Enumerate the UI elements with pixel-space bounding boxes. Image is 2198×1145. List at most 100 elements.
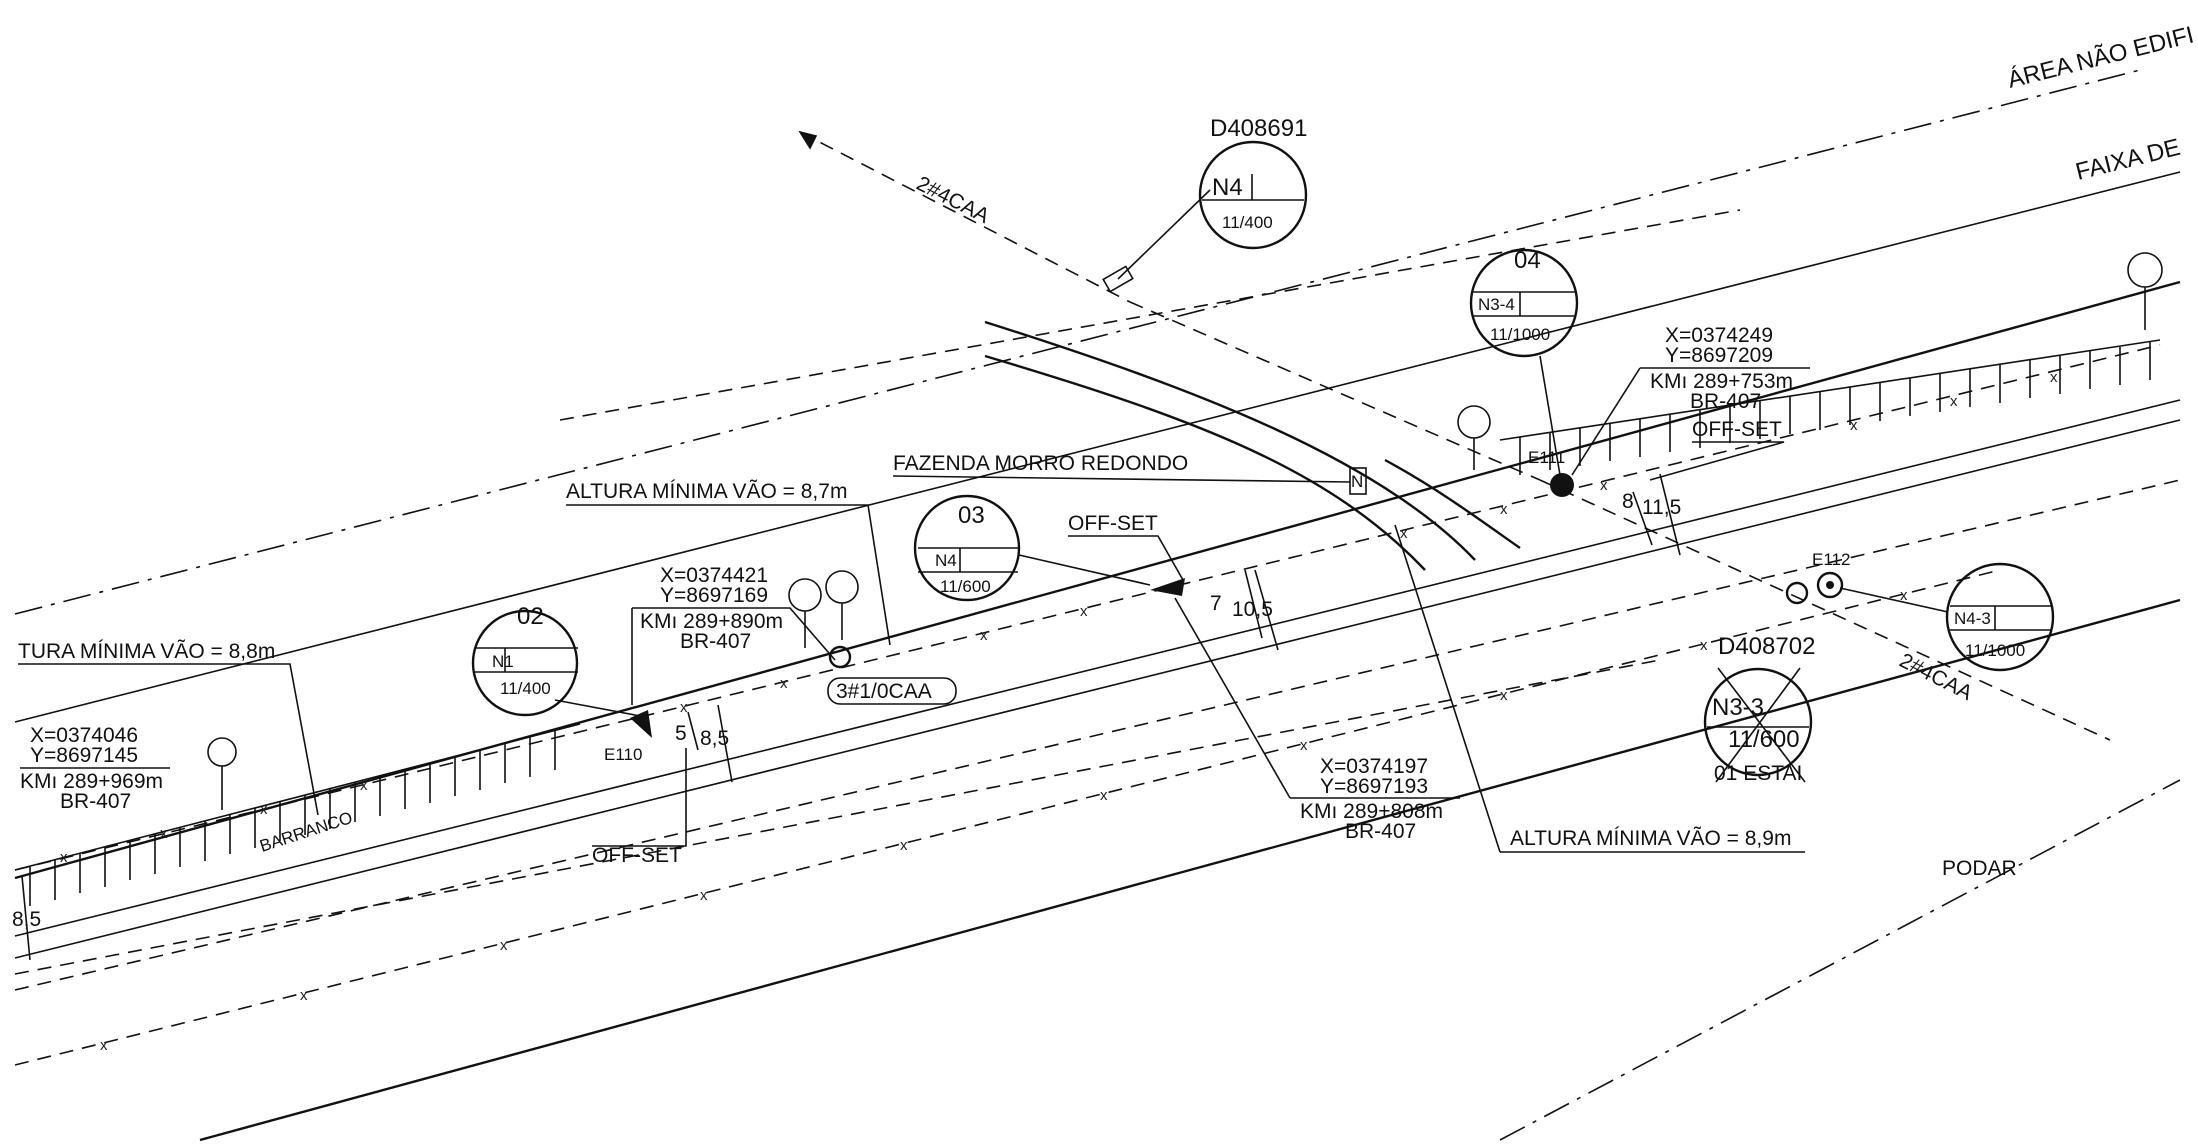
coord-block-4: X=0374249 Y=8697209 KMı 289+753m BR-407 <box>1571 324 1810 476</box>
symbols: N <box>630 189 1844 738</box>
estai-label: 01 ESTAI <box>1714 762 1802 785</box>
svg-text:Y=8697145: Y=8697145 <box>30 744 138 767</box>
svg-text:KMı 289+753m: KMı 289+753m <box>1650 370 1793 393</box>
svg-text:KMı 289+890m: KMı 289+890m <box>640 610 783 633</box>
hatch-left <box>29 730 556 906</box>
pole-e-symbol <box>828 645 852 669</box>
coord-block-1: X=0374046 Y=8697145 KMı 289+969m BR-407 <box>20 724 170 813</box>
svg-text:x: x <box>1500 501 1508 518</box>
pole-callout-02: 02 N1 11/400 <box>471 603 641 717</box>
road-centerline <box>14 479 2181 991</box>
svg-text:x: x <box>1850 417 1858 434</box>
svg-text:KMı 289+808m: KMı 289+808m <box>1300 800 1443 823</box>
pole-type: N4 <box>935 551 957 570</box>
dimensions: 7 10,5 8 11,5 5 8,5 8,5 <box>12 473 1681 961</box>
labels: ÁREA NÃO EDIFI FAIXA DE 2#4CAA 2#4CAA FA… <box>18 21 2197 880</box>
boundary-lines <box>14 69 2181 1142</box>
faixa-de-dominio-line <box>14 171 2181 723</box>
svg-text:x: x <box>700 887 708 904</box>
pole-e112a-symbol <box>1785 581 1809 605</box>
road-edge-3 <box>14 419 2181 959</box>
svg-text:x: x <box>1100 787 1108 804</box>
pole-callout-03: 03 N4 11/600 <box>913 494 1151 602</box>
pole-rating: 11/600 <box>1728 726 1800 753</box>
cattle-guard-symbol <box>1349 467 1367 495</box>
pole-number: 02 <box>517 603 544 630</box>
dim-11-5: 11,5 <box>1642 496 1681 519</box>
svg-text:x: x <box>980 627 988 644</box>
coord-block-2: X=0374421 Y=8697169 KMı 289+890m BR-407 <box>631 564 836 705</box>
svg-text:x: x <box>780 675 788 692</box>
access-road-edge-a <box>984 320 1476 561</box>
svg-text:x: x <box>680 699 688 716</box>
fence-line-lower-b <box>14 569 2001 1066</box>
coord-block-3: X=0374197 Y=8697193 KMı 289+808m BR-407 <box>1174 597 1460 843</box>
pole-e112b-symbol <box>1816 571 1844 599</box>
e111-label: E111 <box>1528 448 1565 467</box>
trees <box>207 252 2163 810</box>
pole-type: N3-3 <box>1712 694 1764 721</box>
fence-lines: x x x x x x x x x x x x x x x x x x x x … <box>14 344 2161 1066</box>
svg-text:X=0374249: X=0374249 <box>1665 324 1773 347</box>
pole-e110-symbol <box>630 710 652 738</box>
pole-number: 04 <box>1514 247 1541 274</box>
dim-7: 7 <box>1210 592 1222 615</box>
svg-text:x: x <box>360 777 368 794</box>
embankment-hatching <box>14 339 2161 906</box>
altura-8-8-label: TURA MÍNIMA VÃO = 8,8m <box>18 639 275 663</box>
cable-2x4-top <box>799 131 1131 303</box>
svg-text:Y=8697209: Y=8697209 <box>1665 344 1773 367</box>
pole-rating: 11/1000 <box>1965 641 2025 660</box>
cable-3x1-label-frame <box>827 677 957 705</box>
e112-label: E112 <box>1812 550 1850 569</box>
fazenda-label: FAZENDA MORRO REDONDO <box>893 452 1188 475</box>
cable-2x4-right <box>1539 479 2111 741</box>
x-marks-lower: x x x x x x x x x x <box>100 587 1908 1054</box>
hatch-right <box>1519 342 2151 475</box>
pole-callout-d408691: D408691 N4 11/400 <box>1198 115 1307 250</box>
e110-label: E110 <box>604 745 642 764</box>
svg-text:x: x <box>100 1037 108 1054</box>
svg-text:BR-407: BR-407 <box>680 630 751 653</box>
svg-text:x: x <box>260 801 268 818</box>
altura-8-9-label: ALTURA MÍNIMA VÃO = 8,9m <box>1510 826 1791 850</box>
dashed-line-upper <box>559 209 1741 421</box>
svg-text:X=0374197: X=0374197 <box>1320 755 1428 778</box>
svg-text:x: x <box>2050 369 2058 386</box>
svg-text:x: x <box>1900 587 1908 604</box>
fence-line-main <box>14 344 2161 871</box>
access-road <box>984 320 1521 571</box>
svg-text:BR-407: BR-407 <box>1690 390 1761 413</box>
pole-e112b-center <box>1826 581 1834 589</box>
svg-text:x: x <box>160 825 168 842</box>
station-label: D408702 <box>1718 633 1815 660</box>
svg-text:BR-407: BR-407 <box>60 790 131 813</box>
svg-text:Y=8697169: Y=8697169 <box>660 584 768 607</box>
leader-d408691 <box>1117 189 1211 280</box>
svg-text:x: x <box>300 987 308 1004</box>
dim-8-top: 8 <box>1622 490 1634 513</box>
cable-runs <box>798 130 2111 741</box>
station-label: D408691 <box>1210 115 1307 142</box>
cable-2x4-label-top: 2#4CAA <box>913 172 993 228</box>
pole-rating: 11/600 <box>940 577 991 596</box>
area-nao-edificante-line <box>14 69 2141 615</box>
arrowhead-top <box>798 130 818 150</box>
svg-text:Y=8697193: Y=8697193 <box>1320 775 1428 798</box>
barranco-label: BARRANCO <box>257 808 355 856</box>
svg-text:x: x <box>500 937 508 954</box>
fence-line-lower-a <box>14 659 1661 975</box>
pole-rating: 11/400 <box>500 679 551 698</box>
dim-5: 5 <box>675 722 687 745</box>
cable-termination-symbol <box>1102 265 1134 293</box>
pole-type: N1 <box>492 652 514 671</box>
pole-callout-04: 04 N3-4 11/1000 <box>1469 247 1579 476</box>
road-edge-lower <box>199 598 2181 1142</box>
pole-type: N4 <box>1212 174 1243 201</box>
dim-10-5: 10,5 <box>1232 598 1273 621</box>
pole-e-03-symbol <box>1150 578 1185 596</box>
tree-icon <box>2127 252 2163 330</box>
road-edge-upper <box>14 280 2181 880</box>
svg-text:x: x <box>1950 393 1958 410</box>
